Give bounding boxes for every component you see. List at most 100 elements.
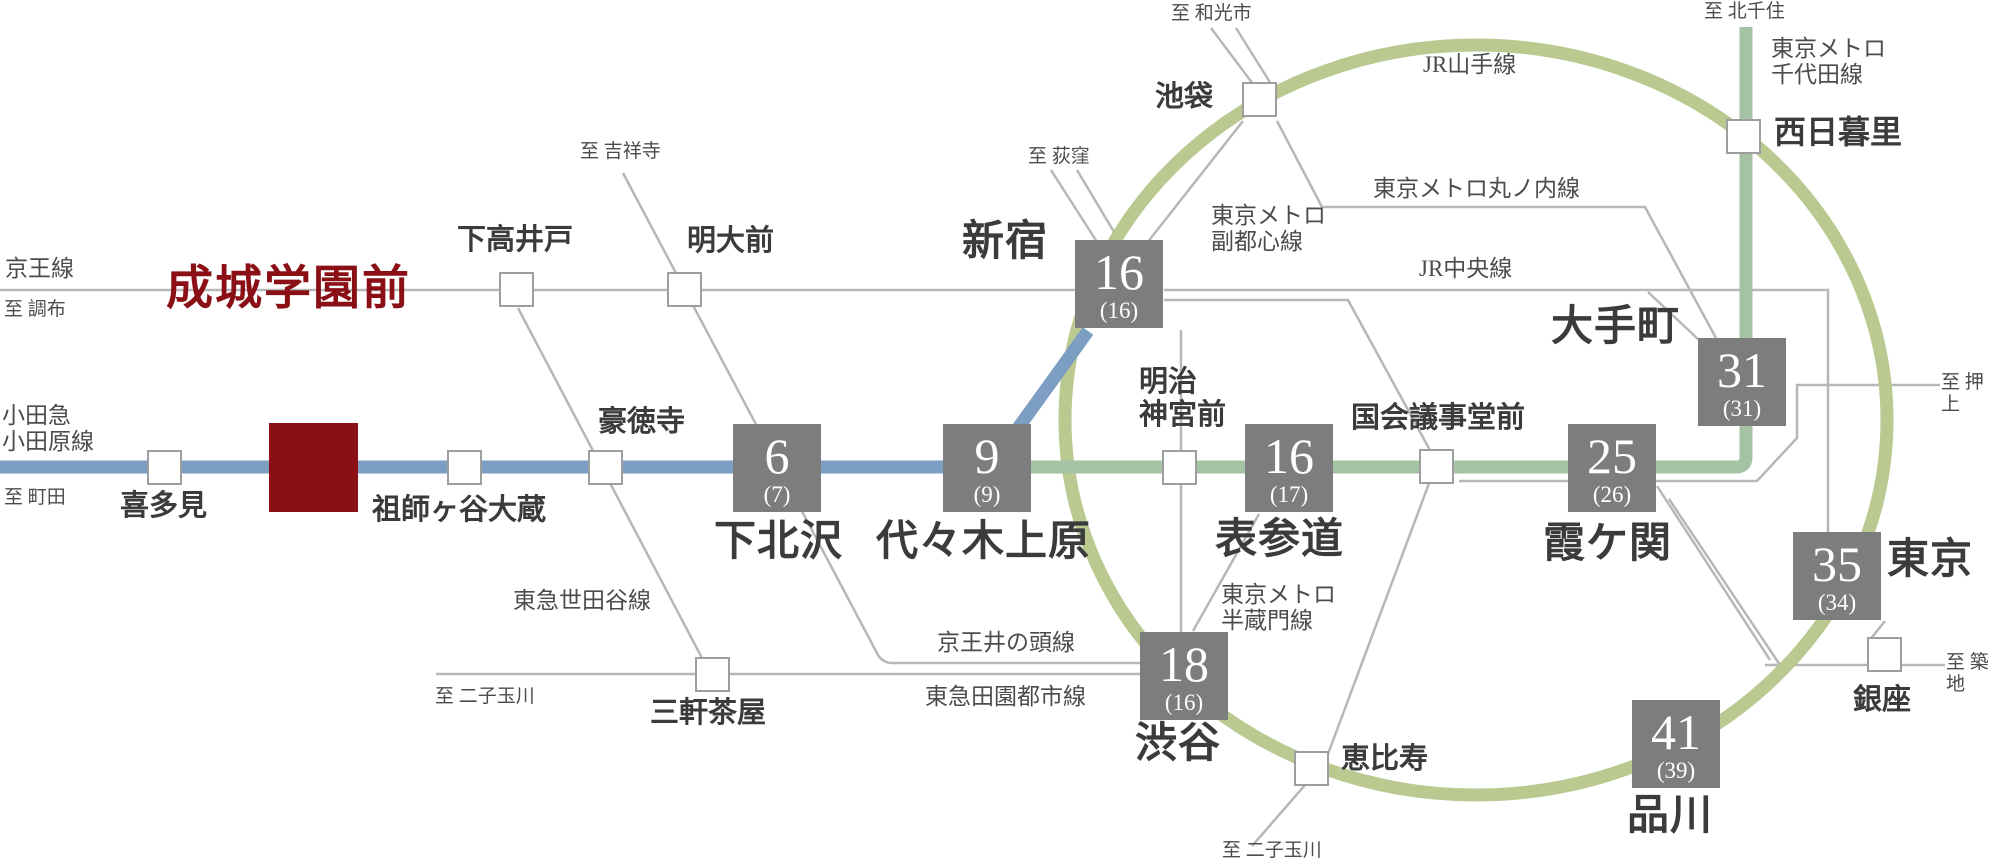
tokyo-label: 東京: [1887, 537, 1974, 583]
yamanote-line-label: JR山手線: [1423, 52, 1517, 77]
dir-tsukiji-label: 至 築地: [1946, 652, 1989, 695]
keio-line-label: 京王線: [5, 256, 74, 281]
timebox-tokyo-minutes: 35: [1812, 536, 1862, 592]
yamanote-loop: [1058, 38, 1894, 802]
omotesando-label: 表参道: [1215, 517, 1345, 563]
timebox-kasumigaseki-minutes: 25: [1587, 428, 1637, 484]
soshigayaokura-station-marker: [447, 450, 482, 485]
timebox-kasumigaseki: 25 (26): [1568, 424, 1656, 512]
hibiya-diagonal-b: [1667, 498, 1782, 666]
seijogakuenmae-title: 成城学園前: [166, 263, 411, 315]
ogikubo-line-a: [1049, 169, 1099, 243]
shibuya-label: 渋谷: [1135, 721, 1222, 767]
dir-futakotamagawa-south-label: 至 二子玉川: [1222, 840, 1322, 861]
ginza-label: 銀座: [1853, 684, 1912, 716]
chiyoda-line-label: 東京メトロ 千代田線: [1771, 36, 1886, 88]
ebisu-label: 恵比寿: [1341, 743, 1429, 775]
soshigayaokura-label: 祖師ヶ谷大蔵: [372, 494, 547, 526]
odakyu-line-label: 小田急 小田原線: [2, 403, 94, 455]
chiyoda-line: [987, 27, 1753, 474]
dir-chofu-label: 至 調布: [4, 299, 66, 320]
meijijingumae-station-marker: [1162, 450, 1197, 485]
meidaimae-label: 明大前: [687, 225, 775, 257]
timebox-shinjuku: 16 (16): [1075, 240, 1163, 328]
timebox-tokyo: 35 (34): [1793, 532, 1881, 620]
shinjuku-label: 新宿: [962, 219, 1049, 265]
nishinippori-station-marker: [1726, 119, 1761, 154]
dir-wakoshi-label: 至 和光市: [1171, 3, 1252, 24]
timebox-shibuya: 18 (16): [1140, 632, 1228, 720]
timebox-otemachi-minutes: 31: [1717, 342, 1767, 398]
timebox-yoyogiuehara-minutes: 9: [974, 428, 1000, 484]
timebox-shinjuku-minutes: 16: [1094, 244, 1144, 300]
shinagawa-label: 品川: [1627, 793, 1714, 839]
ikebukuro-station-marker: [1242, 82, 1277, 117]
kitami-station-marker: [147, 450, 182, 485]
jr-chuo-line: [1164, 288, 1830, 532]
wakoshi-line-b: [1234, 27, 1273, 85]
inokashira-line-label: 京王井の頭線: [937, 630, 1075, 655]
timebox-otemachi-alt: (31): [1722, 396, 1762, 421]
yoyogiuehara-label: 代々木上原: [876, 519, 1092, 565]
dir-ogikubo-label: 至 荻窪: [1028, 146, 1090, 167]
kasumigaseki-label: 霞ケ関: [1543, 521, 1673, 567]
wakoshi-line-a: [1210, 27, 1254, 85]
setagaya-line-label: 東急世田谷線: [513, 588, 651, 613]
timebox-shinagawa-alt: (39): [1656, 758, 1696, 783]
sangenjaya-label: 三軒茶屋: [650, 697, 767, 729]
shimotakaido-label: 下高井戸: [457, 224, 574, 256]
ginza-station-marker: [1867, 637, 1902, 672]
timebox-shimokitazawa-minutes: 6: [764, 428, 790, 484]
timebox-shibuya-minutes: 18: [1159, 636, 1209, 692]
shimotakaido-station-marker: [499, 272, 534, 307]
ebisu-station-marker: [1294, 751, 1329, 786]
ogikubo-line-b: [1075, 169, 1122, 243]
marunouchi-line: [1275, 120, 1718, 339]
dir-machida-label: 至 町田: [4, 487, 66, 508]
timebox-otemachi: 31 (31): [1698, 338, 1786, 426]
timebox-shinagawa-minutes: 41: [1651, 704, 1701, 760]
timebox-tokyo-alt: (34): [1817, 590, 1857, 615]
gotokuji-label: 豪徳寺: [598, 406, 686, 438]
kokkaigijidomae-label: 国会議事堂前: [1351, 402, 1526, 434]
dir-kitasenju-label: 至 北千住: [1704, 1, 1785, 22]
timebox-yoyogiuehara-alt: (9): [973, 482, 1001, 507]
timebox-omotesando-minutes: 16: [1264, 428, 1314, 484]
chuo-line-label: JR中央線: [1419, 256, 1513, 281]
dentoshi-line-label: 東急田園都市線: [925, 684, 1086, 709]
hanzomon-line-label: 東京メトロ 半蔵門線: [1221, 582, 1336, 634]
odakyu-line: [0, 327, 1094, 474]
hanzomon-east: [1459, 383, 1940, 483]
kokkaigijidomae-station-marker: [1419, 449, 1454, 484]
timebox-omotesando-alt: (17): [1269, 482, 1309, 507]
seijogakuenmae-station-marker: [269, 423, 358, 512]
timebox-kasumigaseki-alt: (26): [1592, 482, 1632, 507]
timebox-shinjuku-alt: (16): [1099, 298, 1139, 323]
timebox-yoyogiuehara: 9 (9): [943, 424, 1031, 512]
timebox-shinagawa: 41 (39): [1632, 700, 1720, 788]
dir-kichijoji-label: 至 吉祥寺: [580, 141, 661, 162]
meijijingumae-label: 明治 神宮前: [1139, 366, 1227, 432]
ikebukuro-label: 池袋: [1155, 81, 1214, 113]
sangenjaya-station-marker: [695, 657, 730, 692]
hanzomon-shibuya-omotesando: [1191, 513, 1261, 632]
timebox-shimokitazawa-alt: (7): [763, 482, 791, 507]
jr-chuo-otemachi-branch: [1647, 291, 1701, 342]
otemachi-label: 大手町: [1551, 304, 1681, 350]
nishinippori-label: 西日暮里: [1774, 114, 1903, 150]
gotokuji-station-marker: [588, 450, 623, 485]
fukutoshin-line-label: 東京メトロ 副都心線: [1211, 203, 1326, 255]
dir-oshiage-label: 至 押上: [1941, 372, 1984, 415]
inokashira-line: [621, 172, 1142, 665]
marunouchi-line-label: 東京メトロ丸ノ内線: [1373, 176, 1580, 201]
timebox-shimokitazawa: 6 (7): [733, 424, 821, 512]
marunouchi-shinjuku-branch: [1164, 298, 1433, 453]
timebox-shibuya-alt: (16): [1164, 690, 1204, 715]
dir-futakotamagawa-west-label: 至 二子玉川: [435, 686, 535, 707]
hibiya-diagonal-a: [1655, 485, 1772, 661]
fukutoshin-ikebukuro-shinjuku: [1146, 120, 1244, 244]
kitami-label: 喜多見: [120, 490, 208, 522]
shimokitazawa-label: 下北沢: [714, 519, 844, 565]
